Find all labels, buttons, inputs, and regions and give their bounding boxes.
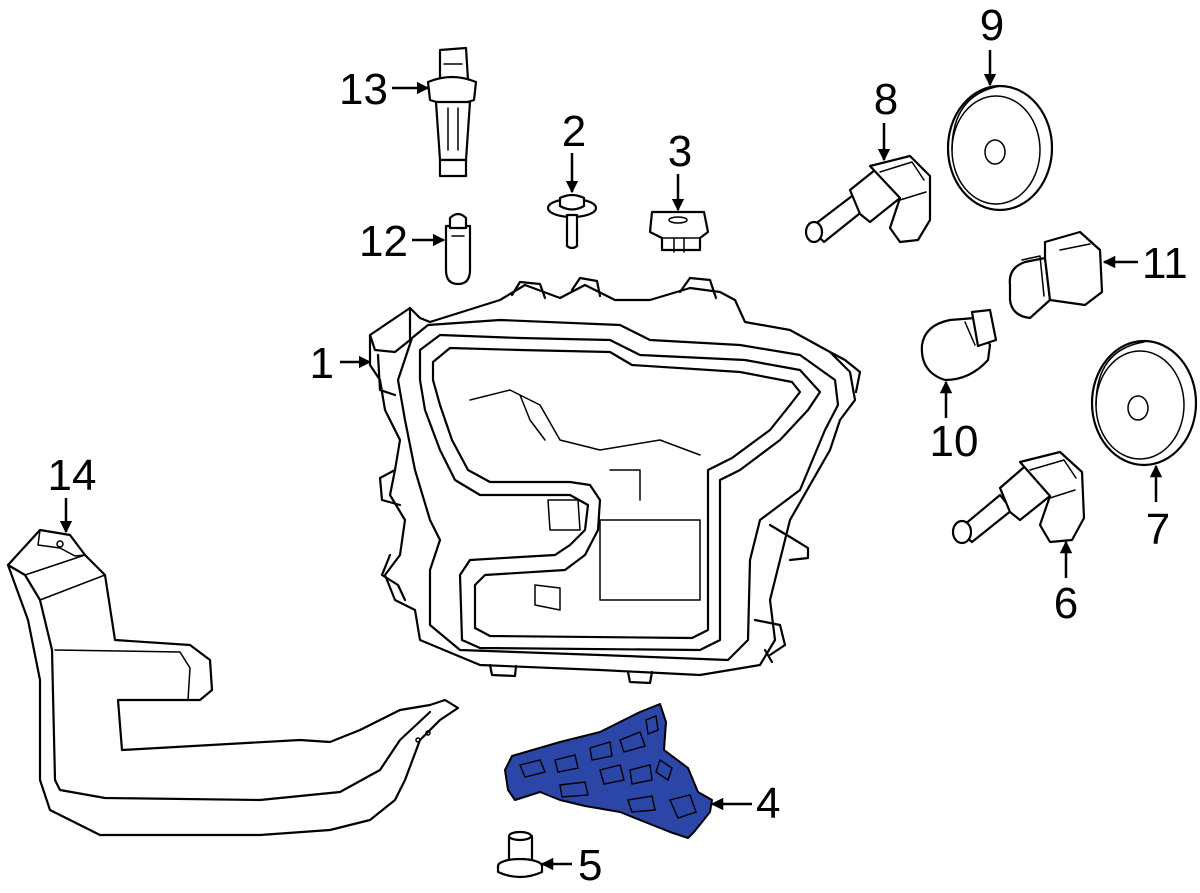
- part-12-mini-bulb[interactable]: [444, 212, 472, 286]
- part-13-socket-connector[interactable]: [426, 46, 478, 178]
- callout-labels: 1 2 3 4 5 6 7 8 9 10 11 12 13 14: [48, 1, 1188, 890]
- part-10-wedge-bulb[interactable]: [920, 308, 998, 382]
- callout-1: 1: [310, 339, 334, 388]
- callout-2: 2: [562, 107, 586, 156]
- callout-11: 11: [1142, 239, 1188, 288]
- part-11-bulb-socket[interactable]: [1008, 230, 1104, 320]
- callout-6: 6: [1054, 579, 1078, 628]
- part-2-bolt[interactable]: [546, 193, 598, 250]
- callout-14: 14: [48, 451, 97, 500]
- part-9-dust-cap[interactable]: [946, 84, 1054, 212]
- callout-8: 8: [874, 75, 898, 124]
- callout-5: 5: [578, 841, 602, 890]
- part-3-clip-nut[interactable]: [648, 210, 710, 253]
- callout-9: 9: [980, 1, 1004, 50]
- part-1-headlamp-assembly[interactable]: [368, 276, 862, 685]
- part-7-dust-cap[interactable]: [1090, 339, 1198, 467]
- callout-13: 13: [339, 65, 388, 114]
- part-6-halogen-bulb[interactable]: [951, 450, 1086, 545]
- callout-10: 10: [930, 417, 979, 466]
- callout-12: 12: [359, 217, 408, 266]
- part-8-halogen-bulb[interactable]: [804, 154, 932, 244]
- callout-3: 3: [668, 127, 692, 176]
- part-4-mounting-bracket[interactable]: [504, 703, 713, 839]
- callout-4: 4: [756, 779, 780, 828]
- part-14-filler-panel[interactable]: [6, 528, 460, 837]
- callout-7: 7: [1146, 505, 1170, 554]
- part-5-pin[interactable]: [496, 830, 544, 879]
- leader-lines: [59, 50, 1163, 871]
